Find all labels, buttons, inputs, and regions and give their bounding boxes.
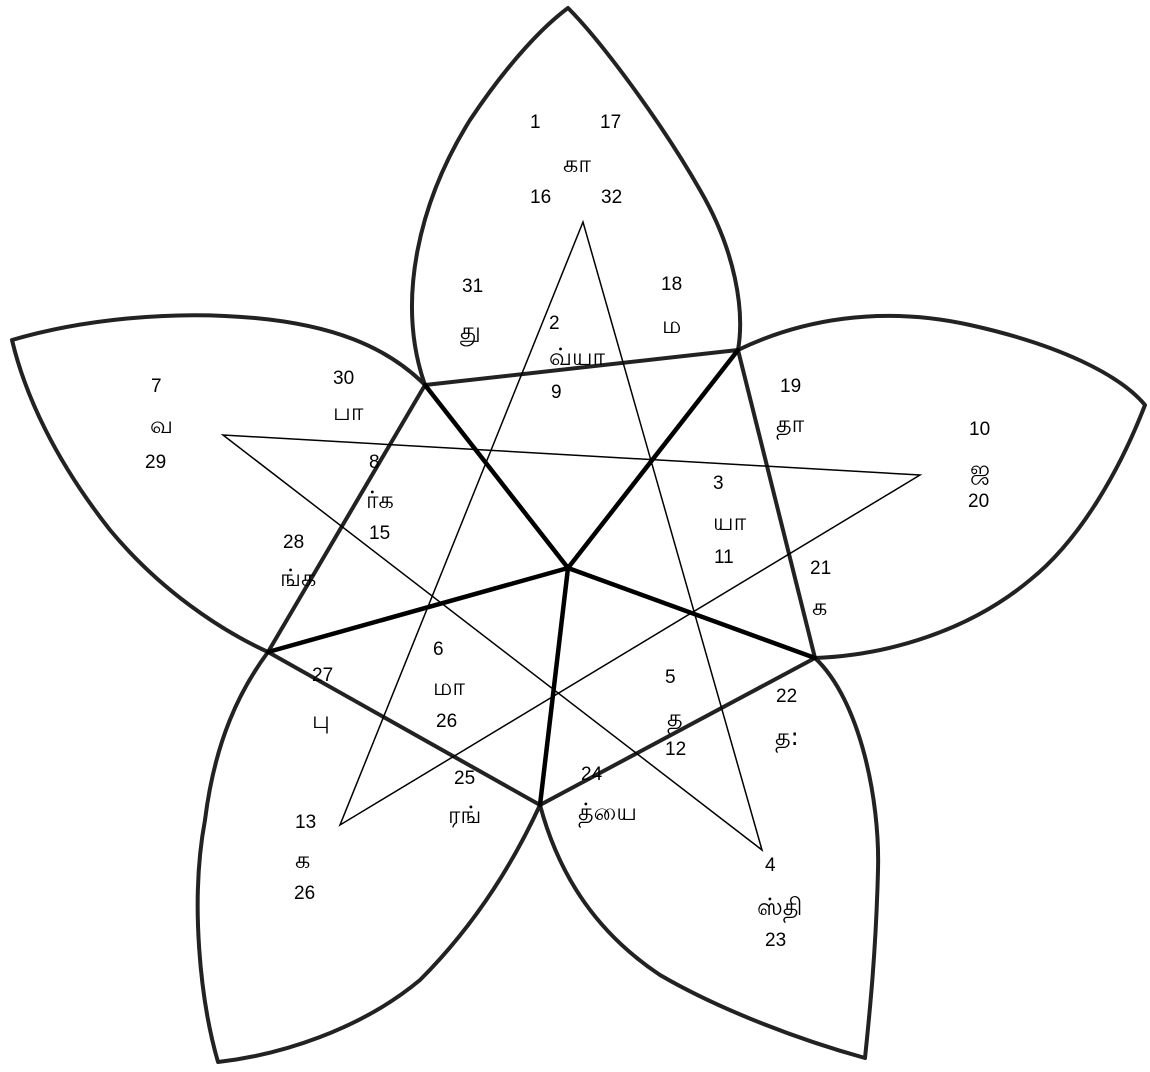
cell-top-label-16: 16	[530, 187, 551, 208]
spoke-bottom	[540, 568, 568, 805]
cell-right-upper-syllable: தா	[776, 410, 805, 440]
cell-bottom-left-tip-syllable: க	[295, 846, 310, 874]
cell-right-tip-syllable: ஜ	[970, 455, 990, 485]
cell-right-tip-number-10: 10	[969, 419, 990, 440]
cell-bottom-center-right-number: 24	[581, 764, 603, 785]
cell-bottom-right-inner-number-12: 12	[665, 739, 686, 760]
cell-left-lower-number: 28	[283, 532, 304, 553]
cell-bottom-left-tip-number-26: 26	[294, 883, 315, 904]
cell-left-upper-number: 30	[333, 368, 354, 389]
petal-right	[738, 316, 1145, 658]
cell-right-lower-syllable: க	[812, 593, 827, 621]
cell-left-inner-number-15: 15	[369, 523, 390, 544]
cell-bottom-left-inner-number-6: 6	[433, 639, 444, 660]
spoke-top-left	[425, 385, 568, 568]
cell-bottom-left-tip-number-13: 13	[295, 812, 316, 833]
cell-bottom-left-upper-number: 27	[312, 665, 333, 686]
cell-top-label-32: 32	[601, 187, 622, 208]
cell-left-tip-number-29: 29	[145, 452, 166, 473]
cell-left-inner-number-8: 8	[369, 452, 380, 473]
petal-bottom-left	[198, 652, 540, 1062]
cell-bottom-right-tip-number-4: 4	[765, 855, 776, 876]
cell-left-tip-number-7: 7	[151, 376, 162, 397]
cell-top-center-number-2: 2	[549, 313, 560, 334]
cell-top-syllable: கா	[563, 150, 591, 178]
cell-top-right-number: 18	[661, 274, 682, 295]
cell-top-label-17: 17	[600, 112, 621, 133]
cell-top-label-1: 1	[530, 112, 541, 133]
cell-right-tip-number-20: 20	[968, 491, 989, 512]
cell-right-inner-number-3: 3	[713, 473, 724, 494]
cell-right-upper-number: 19	[780, 376, 801, 397]
cell-bottom-center-left-number: 25	[454, 768, 475, 789]
cell-right-inner-number-11: 11	[714, 547, 734, 568]
cell-bottom-right-upper-number: 22	[776, 686, 797, 707]
cell-left-upper-syllable: பா	[333, 398, 364, 426]
cell-left-tip-syllable: வ	[150, 411, 173, 439]
cell-bottom-left-inner-syllable: மா	[433, 673, 465, 701]
cell-left-lower-syllable: ங்க	[280, 564, 316, 592]
cell-right-lower-number: 21	[810, 558, 831, 579]
cell-bottom-center-left-syllable: ரங்	[448, 801, 481, 829]
cell-bottom-right-tip-number-23: 23	[765, 930, 786, 951]
cell-top-center-number-9: 9	[551, 382, 562, 403]
cell-left-inner-syllable: ர்க	[366, 486, 394, 514]
cell-bottom-right-inner-syllable: த	[667, 704, 683, 734]
cell-bottom-right-tip-syllable: ஸ்தி	[757, 893, 802, 923]
cell-bottom-center-right-syllable: த்யை	[578, 798, 637, 828]
cell-bottom-left-upper-syllable: பு	[312, 706, 330, 734]
petal-left	[12, 315, 425, 652]
cell-bottom-left-inner-number-14: 26	[436, 711, 457, 732]
cell-bottom-right-inner-number-5: 5	[665, 667, 676, 688]
cell-top-right-syllable: ம	[662, 311, 681, 339]
cell-top-left-syllable: து	[460, 317, 481, 346]
cell-top-center-syllable: வ்யா	[549, 343, 606, 371]
cell-top-left-number: 31	[462, 276, 483, 297]
cell-right-inner-syllable: யா	[713, 508, 747, 536]
cell-bottom-right-upper-syllable: த:	[775, 723, 799, 753]
